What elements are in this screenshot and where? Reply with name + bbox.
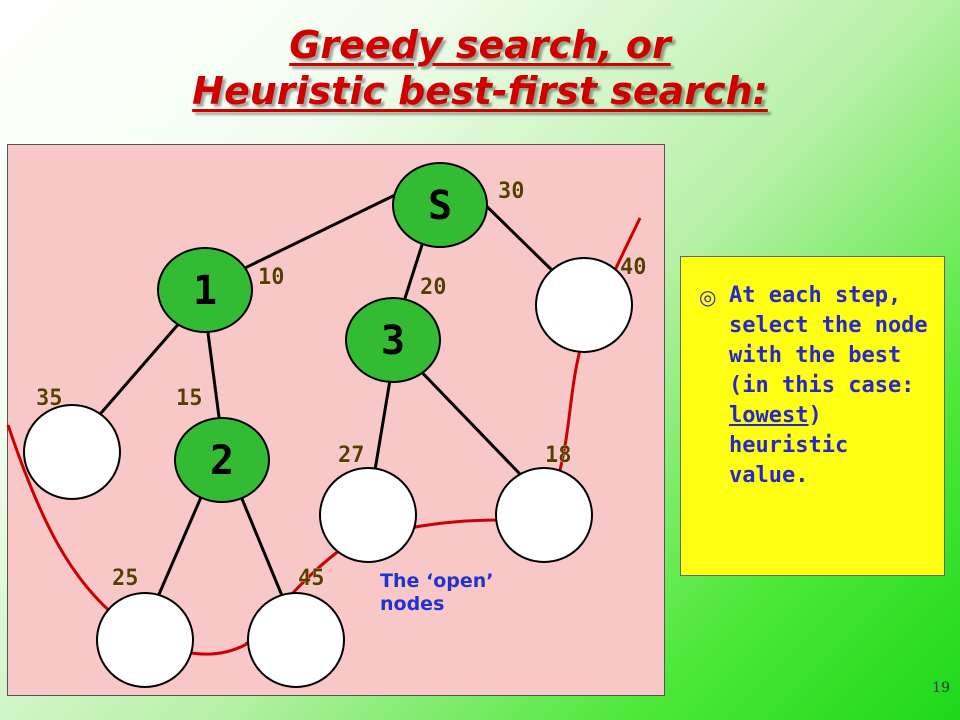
open-node-35 [23, 404, 121, 500]
node-3-label: 3 [381, 318, 405, 364]
weight-18: 18 [545, 443, 572, 468]
node-1-label: 1 [193, 268, 217, 314]
weight-25: 25 [112, 566, 139, 591]
node-2-label: 2 [210, 438, 234, 484]
open-node-27 [319, 467, 417, 563]
title-line-2: Heuristic best-first search: [192, 69, 768, 113]
open-node-45 [247, 592, 345, 688]
slide-title: Greedy search, or Heuristic best-first s… [0, 22, 960, 114]
open-node-40 [535, 257, 633, 353]
open-nodes-note: The ‘open’ nodes [380, 570, 550, 616]
open-node-18 [495, 467, 593, 563]
weight-10: 10 [258, 265, 285, 290]
callout-text-before: At each step, select the node with the b… [729, 283, 928, 398]
callout-text-after: ) heuristic value. [729, 403, 849, 488]
open-note-line-1: The ‘open’ [380, 570, 494, 592]
node-s-label: S [428, 183, 452, 229]
callout-text: At each step, select the node with the b… [729, 281, 932, 491]
title-line-1: Greedy search, or [289, 23, 671, 67]
weight-20: 20 [420, 275, 447, 300]
slide-number: 19 [932, 680, 950, 696]
callout-box: ◎ At each step, select the node with the… [680, 256, 945, 576]
node-3 [345, 297, 441, 383]
weight-27: 27 [338, 443, 365, 468]
weight-35: 35 [36, 386, 63, 411]
open-note-line-2: nodes [380, 593, 445, 615]
node-s [392, 162, 488, 248]
weight-15: 15 [176, 386, 203, 411]
weight-40: 40 [620, 255, 647, 280]
node-2 [174, 417, 270, 503]
weight-45: 45 [298, 566, 325, 591]
node-1 [157, 247, 253, 333]
callout-emphasis: lowest [729, 403, 809, 428]
bullet-icon: ◎ [699, 285, 717, 309]
open-node-25 [96, 592, 194, 688]
weight-30: 30 [498, 179, 525, 204]
